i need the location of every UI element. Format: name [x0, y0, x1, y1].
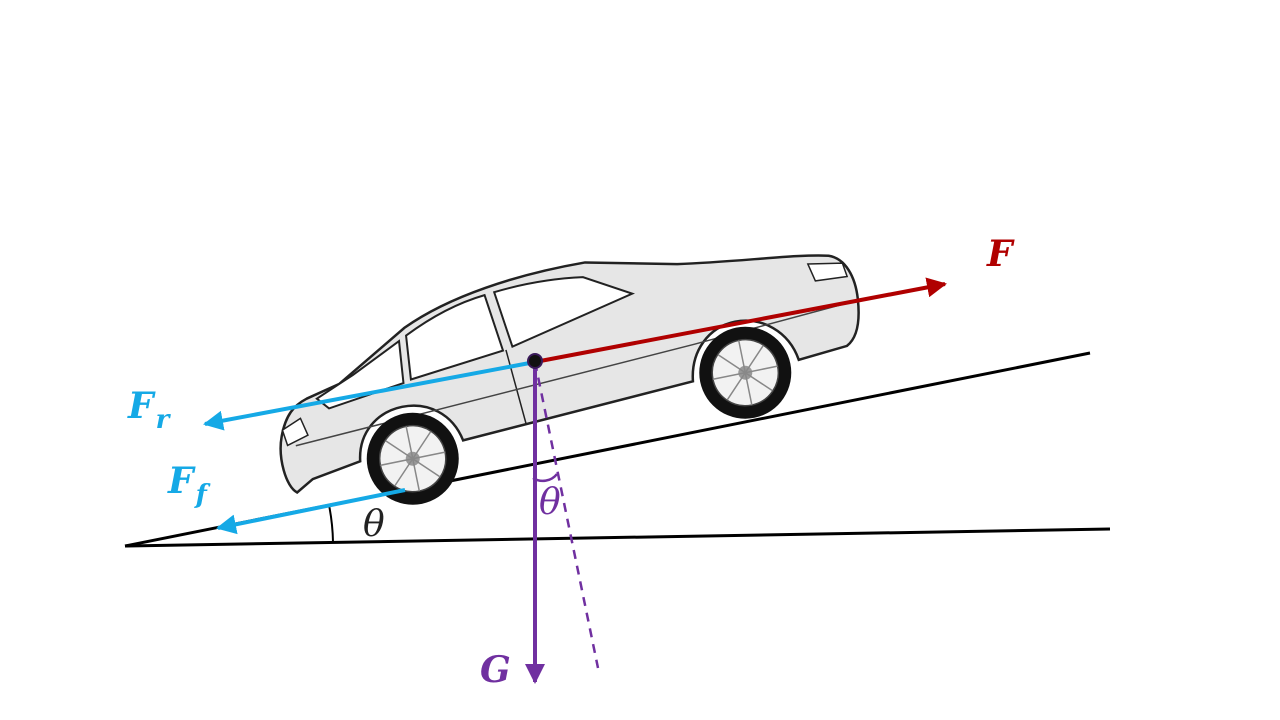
gravity-angle-label: θ	[539, 482, 561, 523]
car-taillight	[281, 417, 309, 447]
front-wheel	[699, 326, 792, 419]
air-resistance-arrow	[203, 360, 536, 431]
rolling-resistance-label-subscript: f	[194, 480, 211, 510]
traction-force-arrow	[534, 277, 947, 364]
car-rear-window	[315, 339, 405, 410]
rolling-resistance-arrow	[216, 488, 406, 535]
air-resistance-label: Fr	[127, 385, 172, 435]
car-headlight	[806, 262, 849, 282]
traction-force-label: F	[986, 233, 1015, 275]
car-middle-window	[405, 293, 505, 381]
rolling-resistance-label-main: F	[167, 460, 196, 502]
car-side-crease	[295, 302, 849, 447]
slope-angle-arc	[328, 504, 334, 543]
slope-angle-label: θ	[363, 504, 385, 545]
station-wagon-car-icon	[279, 254, 860, 505]
car-front-window	[492, 276, 636, 348]
ground-line	[124, 527, 1111, 548]
center-of-mass-dot	[527, 353, 543, 369]
air-resistance-label-subscript: r	[156, 405, 172, 435]
car-door-line	[505, 349, 527, 424]
gravity-label: G	[480, 649, 511, 691]
rolling-resistance-label: Ff	[167, 460, 211, 510]
rear-wheel	[366, 412, 459, 505]
air-resistance-label-main: F	[127, 385, 156, 427]
slope-normal-dashed-line	[533, 361, 600, 669]
car-body	[279, 254, 860, 494]
